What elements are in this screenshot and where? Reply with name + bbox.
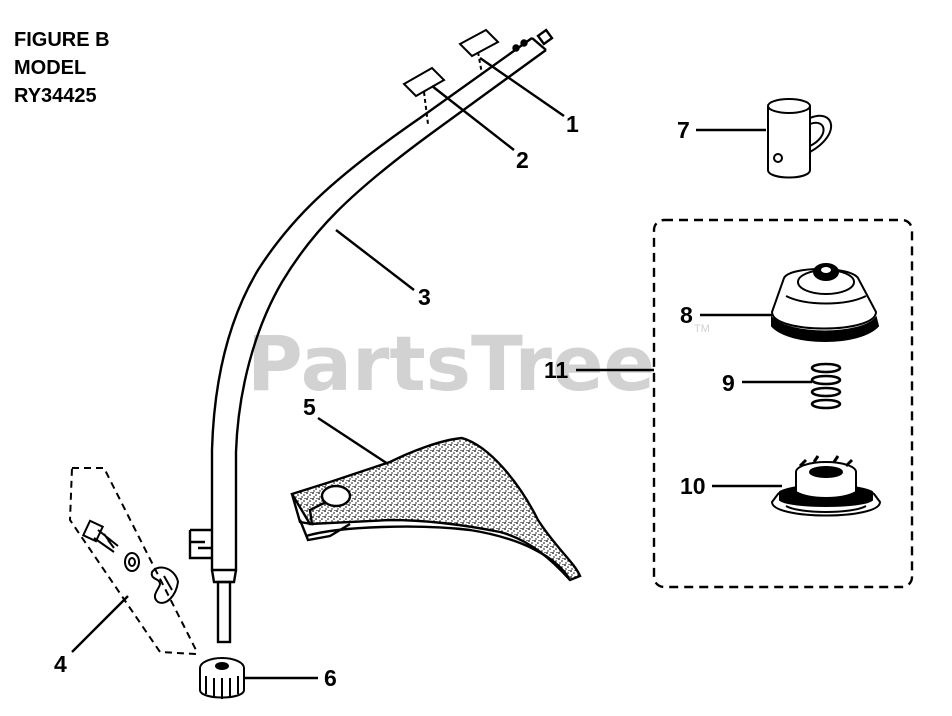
label-decal-1 [458,28,500,58]
callout-11: 11 [544,357,569,383]
leader-2 [431,85,515,151]
callout-7: 7 [677,117,690,143]
hardware-kit [68,467,197,656]
callout-3: 3 [418,284,431,310]
knob-part [199,657,245,699]
trimmer-head-assembly-box [652,218,914,589]
callout-5: 5 [303,394,316,420]
figure-title: FIGURE B [14,29,110,51]
callout-8: 8 [680,302,693,328]
spool-housing [770,263,880,342]
callout-2: 2 [516,147,529,173]
debris-guard [290,436,582,582]
shaft-part [188,28,554,644]
callout-10: 10 [680,473,706,499]
leader-4 [71,595,129,653]
leader-3 [335,229,415,291]
label-decal-2 [402,51,483,125]
line-spool [770,455,882,517]
model-number: RY34425 [14,85,97,107]
callout-4: 4 [54,651,67,677]
watermark-text: PartsTree [247,319,655,408]
callout-6: 6 [324,665,337,691]
model-label: MODEL [14,57,87,79]
leader-5 [317,416,389,466]
shaft-adapter [767,98,832,179]
leader-lines [71,57,812,680]
leader-1 [479,57,565,117]
spring-part [810,362,842,410]
callout-1: 1 [566,111,579,137]
watermark-trademark: TM [694,323,710,335]
callout-9: 9 [722,370,735,396]
